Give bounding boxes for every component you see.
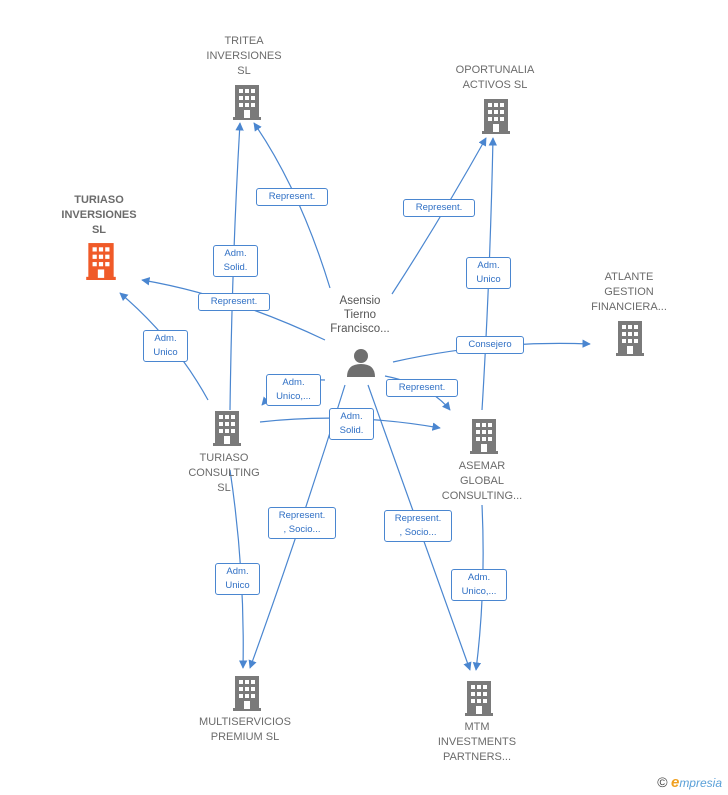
mtm-label[interactable]: MTM INVESTMENTS PARTNERS... bbox=[437, 721, 517, 763]
asemar-label[interactable]: ASEMAR GLOBAL CONSULTING... bbox=[441, 460, 523, 502]
atlante-building-icon[interactable] bbox=[616, 321, 644, 356]
edge-label-represent-socio-mtm[interactable]: Represent. , Socio... bbox=[384, 510, 452, 542]
tritea-label[interactable]: TRITEA INVERSIONES SL bbox=[206, 35, 282, 77]
copyright-symbol: © bbox=[657, 774, 668, 790]
turiaso-inversiones-label[interactable]: TURIASO INVERSIONES SL bbox=[61, 194, 137, 236]
turiaso-consulting-label[interactable]: TURIASO CONSULTING SL bbox=[188, 452, 260, 494]
edge-label-represent-turiaso-inversiones[interactable]: Represent. bbox=[198, 293, 270, 311]
edge-label-represent-socio-multiservicios[interactable]: Represent. , Socio... bbox=[268, 507, 336, 539]
empresia-logo: © empresia bbox=[657, 774, 722, 791]
edge-label-consejero[interactable]: Consejero bbox=[456, 336, 524, 354]
edge-label-represent-oportunalia[interactable]: Represent. bbox=[403, 199, 475, 217]
brand-name: mpresia bbox=[679, 776, 722, 790]
edge-label-represent-asemar[interactable]: Represent. bbox=[386, 379, 458, 397]
oportunalia-building-icon[interactable] bbox=[482, 99, 510, 134]
edge-label-adm-unico-mtm[interactable]: Adm. Unico,... bbox=[451, 569, 507, 601]
edge-person-oport bbox=[391, 137, 487, 295]
mtm-building-icon[interactable] bbox=[465, 681, 493, 716]
multiservicios-building-icon[interactable] bbox=[233, 676, 261, 711]
edge-label-adm-unico-multiservicios[interactable]: Adm. Unico bbox=[215, 563, 260, 595]
edge-label-adm-solid-tritea[interactable]: Adm. Solid. bbox=[213, 245, 258, 277]
edges bbox=[119, 122, 591, 671]
person-icon[interactable] bbox=[347, 349, 375, 377]
edge-label-represent-tritea[interactable]: Represent. bbox=[256, 188, 328, 206]
asemar-building-icon[interactable] bbox=[470, 419, 498, 454]
tritea-building-icon[interactable] bbox=[233, 85, 261, 120]
edge-label-adm-unico-loop[interactable]: Adm. Unico,... bbox=[266, 374, 321, 406]
multiservicios-label[interactable]: MULTISERVICIOS PREMIUM SL bbox=[199, 716, 291, 743]
turiaso-consulting-building-icon[interactable] bbox=[213, 411, 241, 446]
edge-label-adm-unico-oportunalia[interactable]: Adm. Unico bbox=[466, 257, 511, 289]
atlante-label[interactable]: ATLANTE GESTION FINANCIERA... bbox=[591, 271, 667, 313]
edge-label-adm-unico-turiaso-inversiones[interactable]: Adm. Unico bbox=[143, 330, 188, 362]
brand-initial: e bbox=[670, 774, 680, 791]
oportunalia-label[interactable]: OPORTUNALIA ACTIVOS SL bbox=[455, 64, 535, 91]
edge-label-adm-solid-consulting[interactable]: Adm. Solid. bbox=[329, 408, 374, 440]
person-label[interactable]: Asensio Tierno Francisco... bbox=[330, 295, 390, 335]
turiaso-inversiones-building-icon[interactable] bbox=[86, 243, 116, 280]
